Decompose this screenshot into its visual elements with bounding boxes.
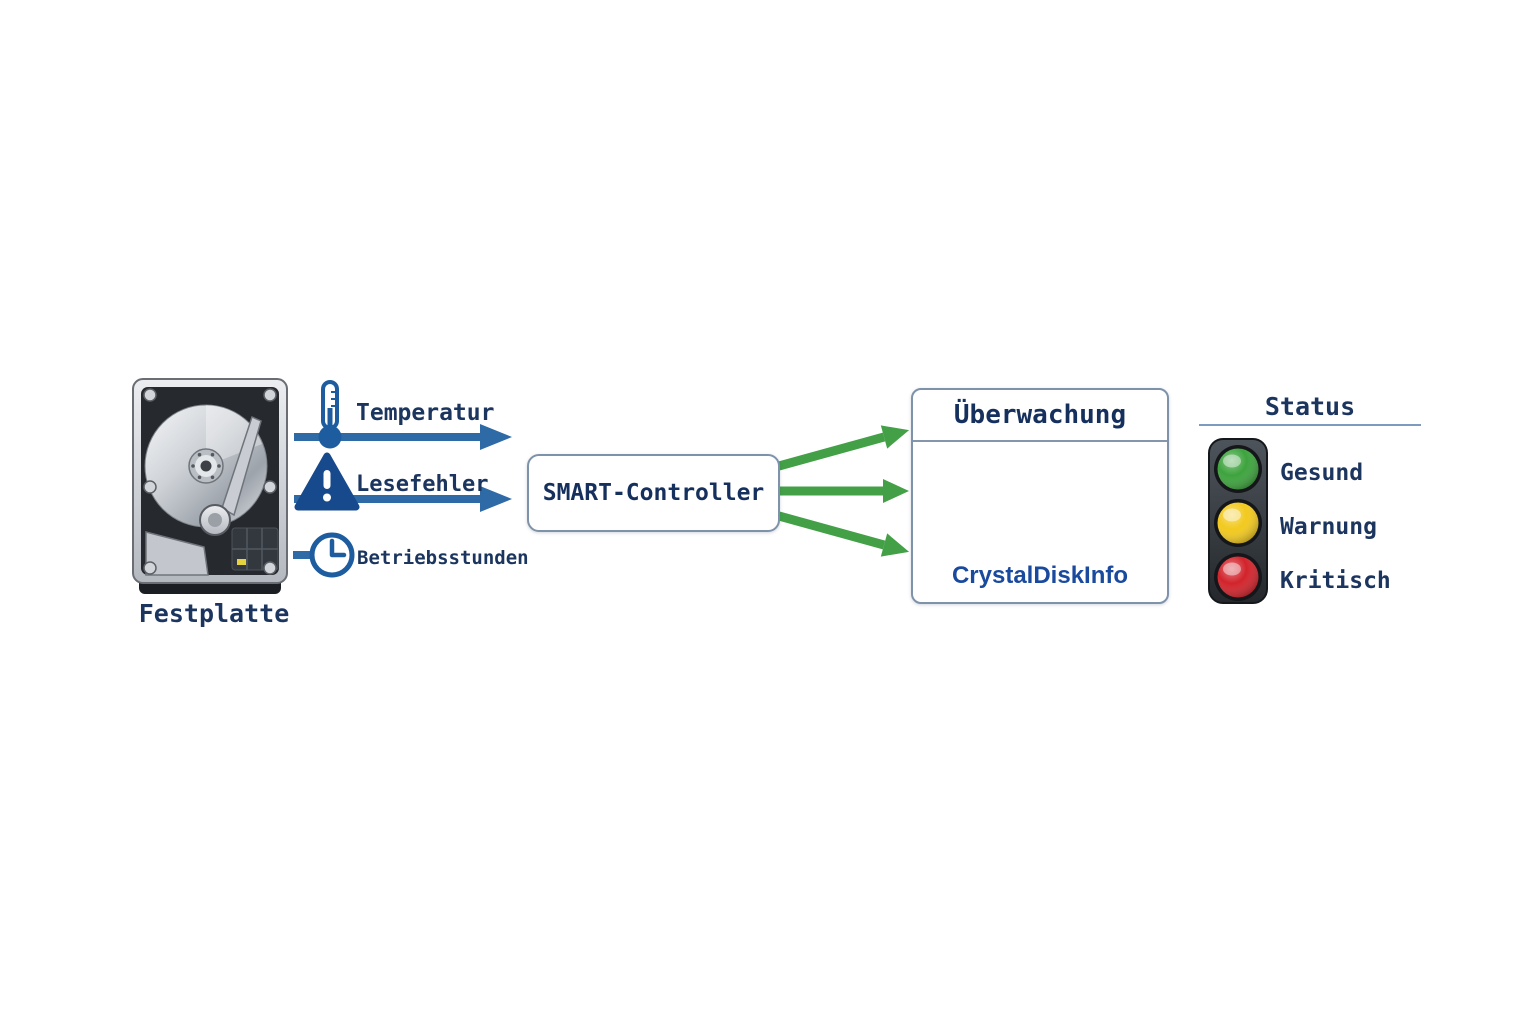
traffic-light-yellow-lamp xyxy=(1214,499,1262,547)
status-label-gesund: Gesund xyxy=(1280,460,1364,486)
crystaldiskinfo-label: CrystalDiskInfo xyxy=(951,562,1129,589)
thermometer-icon xyxy=(318,380,342,449)
controller-to-monitoring-arrow-2 xyxy=(779,479,909,503)
metric-label-temperatur: Temperatur xyxy=(356,400,495,426)
monitoring-box: Überwachung CrystalDiskInfo xyxy=(911,388,1169,604)
hdd-screws xyxy=(143,388,277,575)
source-label: Festplatte xyxy=(138,599,290,628)
status-label-warnung: Warnung xyxy=(1280,514,1377,540)
metric-label-lesefehler: Lesefehler xyxy=(356,472,489,497)
smart-controller-box: SMART-Controller xyxy=(527,454,780,532)
traffic-light-green-lamp xyxy=(1214,445,1262,493)
status-title: Status xyxy=(1264,392,1356,421)
smart-controller-label: SMART-Controller xyxy=(542,480,765,506)
traffic-light xyxy=(1208,438,1268,604)
status-label-kritisch: Kritisch xyxy=(1280,568,1391,594)
traffic-light-red-lamp xyxy=(1214,553,1262,601)
hdd-actuator-arm xyxy=(221,415,262,517)
controller-to-monitoring-arrow-3 xyxy=(777,511,910,557)
controller-to-monitoring-arrow-1 xyxy=(777,425,910,471)
monitoring-title: Überwachung xyxy=(913,390,1167,442)
status-underline xyxy=(1199,424,1421,426)
clock-icon xyxy=(309,532,355,578)
metric-label-betriebsstunden: Betriebsstunden xyxy=(357,547,529,569)
warning-icon xyxy=(294,452,360,511)
hard-drive-illustration xyxy=(132,378,288,594)
